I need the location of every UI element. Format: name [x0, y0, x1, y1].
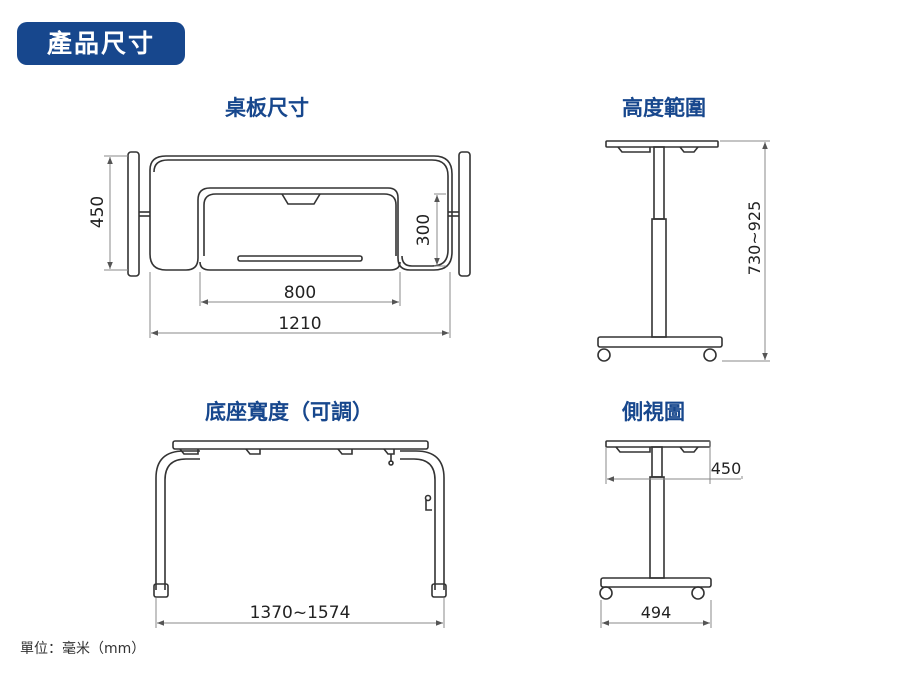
tabletop-top-view — [127, 151, 471, 277]
base-width-label: 1370~1574 — [250, 603, 351, 623]
unit-note: 單位：毫米（mm） — [20, 641, 146, 657]
height-dimension-line — [720, 140, 770, 362]
height-range-title: 高度範圍 — [622, 96, 706, 120]
tabletop-width-label: 1210 — [278, 314, 321, 334]
base-width-title: 底座寬度（可調） — [205, 400, 373, 424]
height-range-drawing — [597, 140, 723, 362]
tabletop-depth-label: 450 — [88, 196, 108, 228]
side-top-depth-label: 450 — [711, 459, 742, 478]
page-title-badge: 產品尺寸 — [17, 22, 185, 65]
base-width-drawing — [153, 440, 447, 598]
side-view-drawing — [599, 440, 712, 600]
side-base-depth-label: 494 — [641, 603, 672, 622]
tabletop-size-title: 桌板尺寸 — [225, 96, 309, 120]
base-width-dimension-line — [155, 598, 445, 628]
height-range-label: 730~925 — [745, 201, 764, 275]
side-view-title: 側視圖 — [622, 400, 685, 424]
tabletop-dimension-lines — [104, 155, 451, 338]
tray-depth-label: 300 — [414, 214, 434, 246]
side-view-dimension-lines — [600, 441, 743, 628]
tray-width-label: 800 — [284, 283, 316, 303]
